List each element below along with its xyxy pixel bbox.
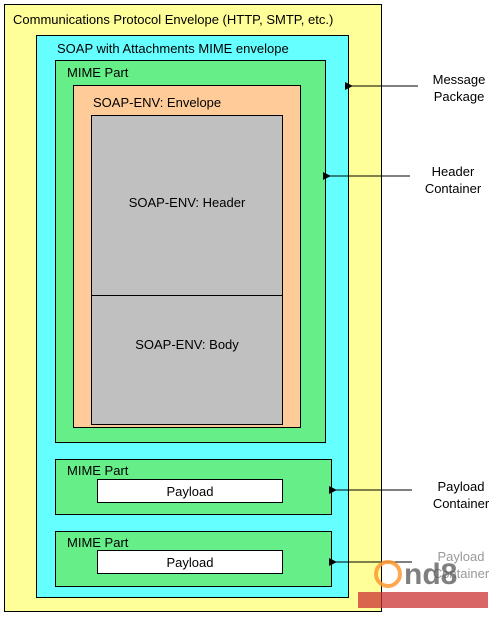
annotation-line: Payload: [437, 549, 485, 564]
protocol-envelope-label: Communications Protocol Envelope (HTTP, …: [13, 12, 334, 27]
payload-box-2: Payload: [97, 550, 283, 574]
annotation-message-package: Message Package: [414, 71, 500, 105]
soap-header: SOAP-ENV: Header: [91, 115, 283, 296]
annotation-payload-container-1: Payload Container: [416, 478, 500, 512]
annotation-line: Payload: [437, 479, 485, 494]
annotation-line: Header: [431, 164, 475, 179]
payload-box-1: Payload: [97, 479, 283, 503]
annotation-line: Container: [432, 566, 490, 581]
annotation-line: Container: [432, 496, 490, 511]
payload-label: Payload: [166, 555, 214, 570]
annotation-header-container: Header Container: [408, 163, 498, 197]
annotation-line: Message: [432, 72, 486, 87]
mime-part-label: MIME Part: [67, 535, 129, 550]
soap-body-label: SOAP-ENV: Body: [135, 337, 239, 352]
soap-envelope-label: SOAP-ENV: Envelope: [93, 95, 222, 110]
mime-envelope-label: SOAP with Attachments MIME envelope: [57, 41, 289, 56]
annotation-line: Container: [424, 181, 482, 196]
mime-part-label: MIME Part: [67, 463, 129, 478]
watermark-logo: nd8: [358, 558, 488, 608]
soap-header-label: SOAP-ENV: Header: [128, 195, 246, 210]
payload-label: Payload: [166, 484, 214, 499]
annotation-payload-container-2: Payload Container: [416, 548, 500, 582]
svg-text:nd8: nd8: [404, 558, 457, 591]
mime-part-label: MIME Part: [67, 65, 129, 80]
annotation-line: Package: [433, 89, 485, 104]
soap-body: SOAP-ENV: Body: [91, 295, 283, 425]
